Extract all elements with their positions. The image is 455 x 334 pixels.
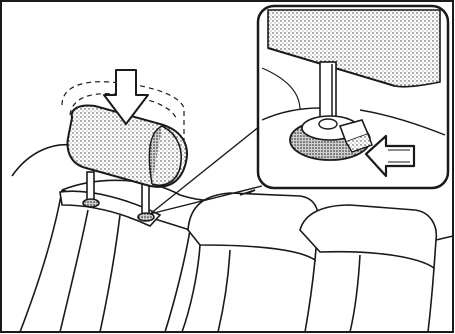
detail-inset bbox=[258, 6, 448, 188]
